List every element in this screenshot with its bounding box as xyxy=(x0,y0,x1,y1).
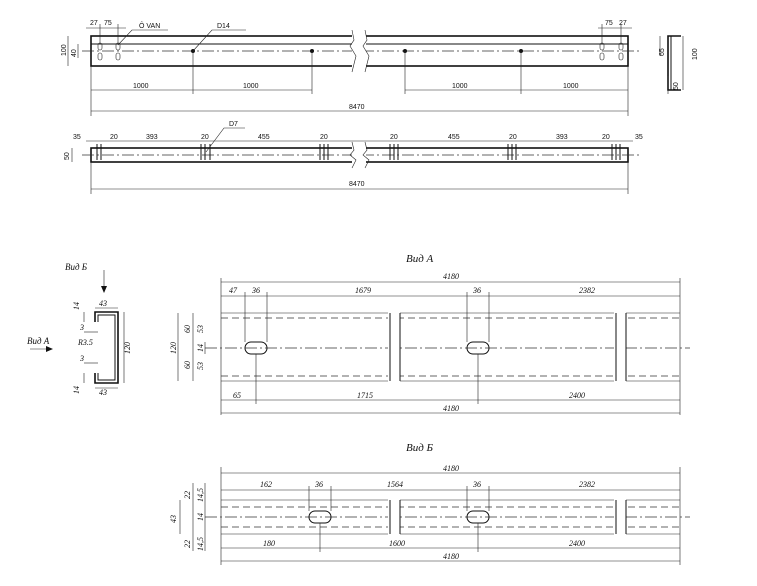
section-dim-100: 100 xyxy=(692,48,699,60)
cs-dim-14-bottom: 14 xyxy=(72,386,81,394)
view-a-dim-65: 65 xyxy=(233,391,241,400)
cs-view-a-label: Вид А xyxy=(27,336,50,346)
mid-dim-20-f: 20 xyxy=(602,134,610,141)
mid-dim-50: 50 xyxy=(64,152,71,160)
view-b-dim-36-b: 36 xyxy=(472,480,481,489)
view-a-dim-2382: 2382 xyxy=(579,286,595,295)
cs-radius: R3.5 xyxy=(77,338,93,347)
view-b-dim-22-top: 22 xyxy=(183,491,192,499)
mid-dim-20-e: 20 xyxy=(509,134,517,141)
spacing-3: 1000 xyxy=(452,83,468,90)
view-a-total-top: 4180 xyxy=(443,272,459,281)
cross-section-detail xyxy=(30,270,125,389)
mid-total-length: 8470 xyxy=(349,181,365,188)
view-a-dim-2400: 2400 xyxy=(569,391,585,400)
dim-100-height: 100 xyxy=(61,44,68,56)
view-a-dim-53-bottom: 53 xyxy=(196,362,205,370)
cs-dim-14-top: 14 xyxy=(72,302,81,310)
dim-27-right: 27 xyxy=(619,20,627,27)
mid-dim-35-right: 35 xyxy=(635,134,643,141)
view-a-dim-1679: 1679 xyxy=(355,286,371,295)
view-b-dim-14-5-bottom: 14,5 xyxy=(196,537,205,551)
view-a-dim-14: 14 xyxy=(196,344,205,352)
view-b-dim-22-bottom: 22 xyxy=(183,540,192,548)
view-a-total-bottom: 4180 xyxy=(443,404,459,413)
top-total-length: 8470 xyxy=(349,104,365,111)
spacing-2: 1000 xyxy=(243,83,259,90)
view-b-dim-162: 162 xyxy=(260,480,272,489)
view-b-dim-1600: 1600 xyxy=(389,539,405,548)
view-a-dim-60-top: 60 xyxy=(183,325,192,333)
view-a-dim-36-a: 36 xyxy=(251,286,260,295)
mid-dim-20-b: 20 xyxy=(201,134,209,141)
mid-dim-20-c: 20 xyxy=(320,134,328,141)
d14-label: D14 xyxy=(217,23,230,30)
mid-dim-393-right: 393 xyxy=(556,134,568,141)
spacing-4: 1000 xyxy=(563,83,579,90)
cs-dim-43-bottom: 43 xyxy=(99,388,107,397)
cs-dim-120: 120 xyxy=(123,342,132,354)
view-a-dim-60-bottom: 60 xyxy=(183,361,192,369)
mid-dim-35-left: 35 xyxy=(73,134,81,141)
mid-dim-20-a: 20 xyxy=(110,134,118,141)
view-b-dim-36-a: 36 xyxy=(314,480,323,489)
view-b-dim-2400: 2400 xyxy=(569,539,585,548)
view-b-title: Вид Б xyxy=(406,442,434,454)
view-a-dim-120: 120 xyxy=(169,342,178,354)
view-a-dim-1715: 1715 xyxy=(357,391,373,400)
view-b-dim-14: 14 xyxy=(196,513,205,521)
middle-beam-plan xyxy=(71,127,640,194)
view-b-dim-43: 43 xyxy=(169,515,178,523)
view-a-dim-47: 47 xyxy=(229,286,238,295)
cs-dim-3-top: 3 xyxy=(79,323,84,332)
cs-dim-3-bottom: 3 xyxy=(79,354,84,363)
view-b-total-bottom: 4180 xyxy=(443,552,459,561)
cs-dim-43-top: 43 xyxy=(99,299,107,308)
view-a-drawing xyxy=(177,278,690,415)
view-b-dim-2382: 2382 xyxy=(579,480,595,489)
section-dim-50: 50 xyxy=(673,82,680,90)
view-a-title: Вид А xyxy=(406,253,434,265)
mid-dim-393-left: 393 xyxy=(146,134,158,141)
view-b-drawing xyxy=(179,467,690,565)
mid-dim-455-right: 455 xyxy=(448,134,460,141)
view-b-dim-180: 180 xyxy=(263,539,275,548)
mid-dim-20-d: 20 xyxy=(390,134,398,141)
top-channel-section xyxy=(659,35,684,94)
dim-75-right: 75 xyxy=(605,20,613,27)
section-dim-65: 65 xyxy=(659,48,666,56)
oval-hole-label: Ô VAN xyxy=(139,21,160,30)
view-b-dim-14-5-top: 14,5 xyxy=(196,488,205,502)
d7-label: D7 xyxy=(229,121,238,128)
mid-dim-455-left: 455 xyxy=(258,134,270,141)
dim-75-left: 75 xyxy=(104,20,112,27)
view-a-dim-36-b: 36 xyxy=(472,286,481,295)
spacing-1: 1000 xyxy=(133,83,149,90)
cs-view-b-label: Вид Б xyxy=(65,262,88,272)
view-b-total-top: 4180 xyxy=(443,464,459,473)
dim-40-height: 40 xyxy=(71,49,78,57)
view-b-dim-1564: 1564 xyxy=(387,480,403,489)
view-a-dim-53-top: 53 xyxy=(196,325,205,333)
top-beam-elevation xyxy=(67,24,640,116)
dim-27-left: 27 xyxy=(90,20,98,27)
